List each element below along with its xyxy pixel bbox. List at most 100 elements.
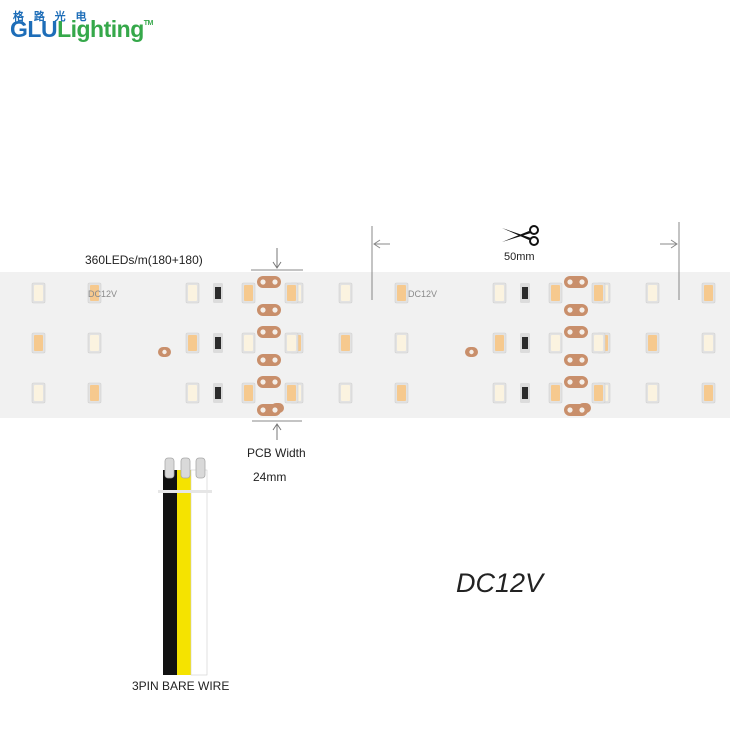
led-phosphor — [90, 385, 99, 401]
solder-pad-dot — [272, 279, 278, 285]
solder-pad-dot — [579, 329, 585, 335]
brand-chinese-name: 格 路 光 电 — [13, 10, 90, 23]
trademark: TM — [143, 20, 154, 27]
wire-yellow — [177, 470, 191, 675]
solder-pad-dot — [579, 279, 585, 285]
solder-pad — [257, 354, 281, 366]
solder-pad-dot — [567, 307, 573, 313]
pcb-width-label: PCB Width — [247, 446, 306, 460]
wire-tip-2 — [180, 457, 191, 479]
led-phosphor — [287, 335, 296, 351]
led-phosphor — [495, 385, 504, 401]
led-phosphor — [495, 335, 504, 351]
cut-length-label: 50mm — [504, 251, 535, 263]
brand-name-glu: GLU — [10, 16, 58, 42]
pcb-width-value: 24mm — [253, 470, 287, 484]
small-pad-dot — [162, 349, 167, 355]
solder-pad-dot — [260, 279, 266, 285]
solder-pad-dot — [579, 407, 585, 413]
led-phosphor — [244, 335, 253, 351]
led-phosphor — [648, 285, 657, 301]
solder-pad-dot — [260, 379, 266, 385]
led-phosphor — [397, 335, 406, 351]
led-phosphor — [704, 385, 713, 401]
wire-jacket-band — [158, 490, 212, 493]
led-phosphor — [704, 335, 713, 351]
resistor-body — [215, 387, 221, 399]
solder-pad — [257, 376, 281, 388]
led-phosphor — [34, 385, 43, 401]
led-phosphor — [594, 335, 603, 351]
brand-logo: GLULightingTM — [10, 16, 153, 43]
small-pad-dot — [469, 349, 474, 355]
solder-pad-dot — [260, 307, 266, 313]
wire-tip-3 — [195, 457, 206, 479]
resistor-body — [215, 337, 221, 349]
resistor-body — [522, 387, 528, 399]
dc12v-marking: DC12V — [408, 289, 437, 299]
solder-pad — [564, 304, 588, 316]
dc12v-marking: DC12V — [88, 289, 117, 299]
led-phosphor — [244, 285, 253, 301]
led-phosphor — [551, 385, 560, 401]
wire-white — [190, 469, 208, 676]
bare-wire-bundle — [158, 457, 212, 676]
led-phosphor — [188, 335, 197, 351]
led-phosphor — [594, 285, 603, 301]
led-phosphor — [341, 335, 350, 351]
solder-pad-dot — [272, 379, 278, 385]
solder-pad-dot — [260, 407, 266, 413]
scissors-icon — [502, 225, 539, 246]
brand-name-lighting: Lighting — [57, 16, 144, 42]
wire-tip-1 — [164, 457, 175, 479]
solder-pad — [257, 326, 281, 338]
led-phosphor — [34, 285, 43, 301]
led-phosphor — [244, 385, 253, 401]
led-phosphor — [648, 335, 657, 351]
solder-pad-dot — [272, 357, 278, 363]
solder-pad — [564, 404, 588, 416]
solder-pad — [564, 376, 588, 388]
led-phosphor — [397, 285, 406, 301]
solder-pad — [564, 276, 588, 288]
solder-pad — [257, 404, 281, 416]
solder-pad — [564, 354, 588, 366]
led-phosphor — [90, 285, 99, 301]
led-phosphor — [90, 335, 99, 351]
led-phosphor — [704, 285, 713, 301]
led-phosphor — [34, 335, 43, 351]
solder-pad — [257, 276, 281, 288]
voltage-label: DC12V — [456, 568, 544, 598]
wire-black — [163, 470, 177, 675]
solder-pad-dot — [567, 407, 573, 413]
solder-pad-dot — [567, 379, 573, 385]
solder-pad — [257, 304, 281, 316]
strip-components: DC12V DC12V — [31, 276, 716, 416]
solder-pad-dot — [579, 357, 585, 363]
led-phosphor — [188, 285, 197, 301]
resistor-body — [522, 287, 528, 299]
led-phosphor — [551, 285, 560, 301]
solder-pad-dot — [567, 357, 573, 363]
led-phosphor — [495, 285, 504, 301]
solder-pad-dot — [272, 329, 278, 335]
led-phosphor — [341, 385, 350, 401]
resistor-body — [522, 337, 528, 349]
led-phosphor — [594, 385, 603, 401]
solder-pad-dot — [260, 357, 266, 363]
solder-pad-dot — [567, 329, 573, 335]
led-phosphor — [341, 285, 350, 301]
solder-pad-dot — [579, 307, 585, 313]
led-phosphor — [648, 385, 657, 401]
solder-pad-dot — [579, 379, 585, 385]
solder-pad-dot — [260, 329, 266, 335]
led-phosphor — [287, 285, 296, 301]
solder-pad — [564, 326, 588, 338]
led-density-label: 360LEDs/m(180+180) — [85, 253, 203, 267]
resistor-body — [215, 287, 221, 299]
led-phosphor — [287, 385, 296, 401]
led-phosphor — [188, 385, 197, 401]
wire-type-label: 3PIN BARE WIRE — [132, 679, 230, 693]
solder-pad-dot — [567, 279, 573, 285]
